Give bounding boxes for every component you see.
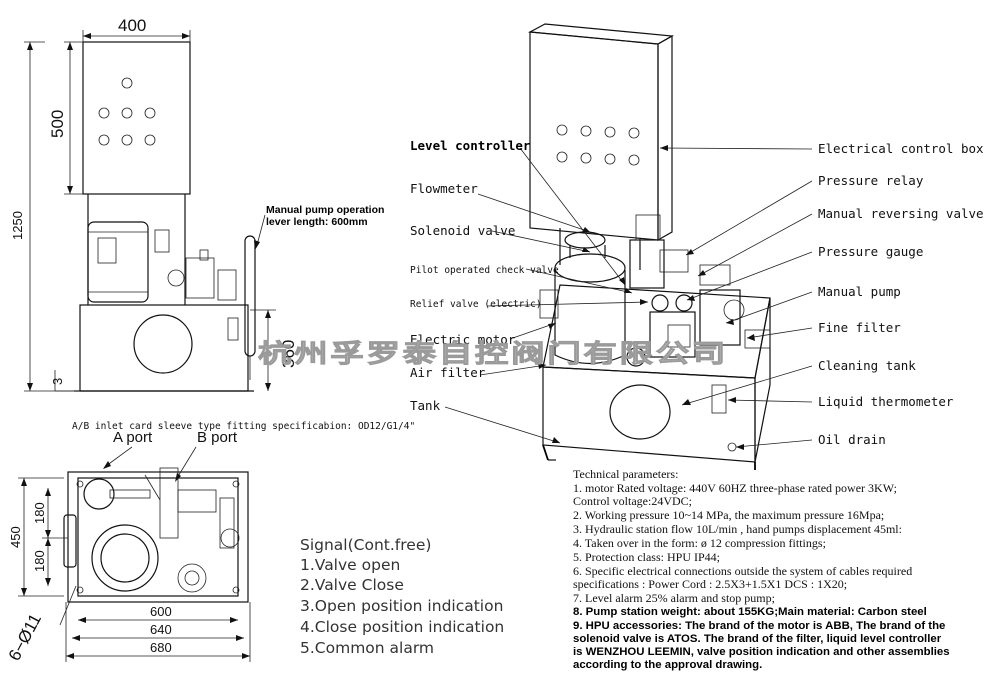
dim-1250: 1250 (10, 211, 25, 240)
label-solenoid-valve: Solenoid valve (410, 223, 515, 238)
manual-pump-note-2: lever length: 600mm (266, 216, 368, 228)
tech-bold-1: 8. Pump station weight: about 155KG;Main… (573, 606, 927, 618)
plan-tank-outline (77, 477, 239, 597)
tech-line-4: 3. Hydraulic station flow 10L/min , hand… (573, 522, 902, 536)
dim-600: 600 (150, 604, 172, 619)
tech-line-3: 2. Working pressure 10~14 MPa, the maxim… (573, 508, 884, 522)
label-tank: Tank (410, 398, 441, 413)
tech-line-8: specifications : Power Cord : 2.5X3+1.5X… (573, 577, 847, 591)
dim-500: 500 (48, 110, 67, 138)
iso-indicator-lights (556, 124, 640, 166)
iso-manual-pump (649, 311, 696, 358)
signal-item-4: 4.Close position indication (300, 618, 504, 636)
labels-left: Level controller Flowmeter Solenoid valv… (410, 138, 559, 413)
tech-line-6: 5. Protection class: HPU IP44; (573, 550, 720, 564)
front-manual-lever (244, 235, 256, 357)
label-relief-valve: Relief valve (electric) (410, 299, 542, 310)
signal-item-5: 5.Common alarm (300, 639, 434, 657)
signal-title: Signal(Cont.free) (300, 536, 431, 554)
label-liquid-thermometer: Liquid thermometer (818, 394, 954, 409)
dim-180-top: 180 (32, 502, 47, 524)
signal-item-1: 1.Valve open (300, 556, 400, 574)
tech-line-9: 7. Level alarm 25% alarm and stop pump; (573, 591, 775, 605)
dim-holes: 6−Ø11 (5, 611, 45, 664)
label-manual-reversing-valve: Manual reversing valve (818, 206, 984, 221)
front-control-box (82, 41, 191, 195)
iso-tank (542, 366, 756, 463)
signal-item-3: 3.Open position indication (300, 597, 503, 615)
label-pressure-relay: Pressure relay (818, 173, 924, 188)
label-level-controller: Level controller (410, 138, 531, 153)
tech-bold-3: solenoid valve is ATOS. The brand of the… (573, 633, 942, 645)
watermark: 杭州孚罗泰自控阀门有限公司 (258, 339, 728, 368)
plan-left-handle (63, 514, 77, 568)
iso-control-box (529, 31, 659, 241)
iso-solenoid-valve (629, 239, 665, 289)
front-indicator-lights (98, 77, 156, 146)
plan-view (59, 446, 249, 626)
dim-640: 640 (150, 622, 172, 637)
label-pilot-check-valve: Pilot operated check valve (410, 265, 559, 276)
iso-fine-filter (699, 289, 741, 346)
dim-360: 360 (279, 340, 298, 368)
labels-right: Electrical control box Pressure relay Ma… (818, 141, 984, 447)
front-view (74, 41, 266, 392)
fitting-spec: A/B inlet card sleeve type fitting speci… (72, 421, 415, 432)
plan-cleaning-port (91, 524, 159, 592)
signal-item-2: 2.Valve Close (300, 576, 404, 594)
plan-motor-top (83, 478, 115, 510)
tech-line-5: 4. Taken over in the form: ø 12 compress… (573, 536, 826, 550)
tech-heading: Technical parameters: (573, 467, 678, 481)
label-oil-drain: Oil drain (818, 432, 886, 447)
a-port-label: A port (113, 429, 153, 446)
tech-bold-2: 9. HPU accessories: The brand of the mot… (573, 620, 945, 632)
front-dimensions: 400 500 1250 360 3 (10, 16, 298, 392)
technical-parameters: Technical parameters: 1. motor Rated vol… (573, 467, 950, 671)
label-fine-filter: Fine filter (818, 320, 901, 335)
dim-3: 3 (50, 378, 65, 385)
manual-pump-note-1: Manual pump operation (266, 204, 384, 216)
label-cleaning-tank: Cleaning tank (818, 358, 916, 373)
tech-line-1: 1. motor Rated voltage: 440V 60HZ three-… (573, 481, 897, 495)
b-port-label: B port (197, 429, 238, 446)
dim-180-bottom: 180 (32, 550, 47, 572)
label-electric-motor: Electric motor (410, 332, 516, 347)
iso-motor (554, 270, 626, 364)
tech-bold-4: is WENZHOU LEEMIN, valve position indica… (573, 646, 950, 658)
front-motor (87, 221, 149, 303)
leader-lines (444, 147, 813, 448)
label-manual-pump: Manual pump (818, 284, 901, 299)
label-pressure-gauge: Pressure gauge (818, 244, 923, 259)
tech-bold-5: according to the approval drawing. (573, 659, 762, 671)
label-air-filter: Air filter (410, 365, 486, 380)
dim-400: 400 (118, 16, 146, 35)
iso-cleaning-port (609, 384, 671, 440)
dim-450: 450 (8, 526, 23, 548)
tech-line-7: 6. Specific electrical connections outsi… (573, 564, 912, 578)
label-flowmeter: Flowmeter (410, 181, 478, 196)
label-electrical-control-box: Electrical control box (818, 141, 984, 156)
plan-base-frame (67, 471, 249, 603)
leader-arrows (538, 145, 755, 450)
dim-680: 680 (150, 640, 172, 655)
tech-line-2: Control voltage:24VDC; (573, 494, 692, 508)
signal-list: Signal(Cont.free) 1.Valve open 2.Valve C… (300, 536, 504, 657)
plan-dimensions: 450 180 180 600 640 680 (8, 477, 251, 662)
front-tank (79, 304, 249, 392)
front-cleaning-port (133, 314, 193, 374)
